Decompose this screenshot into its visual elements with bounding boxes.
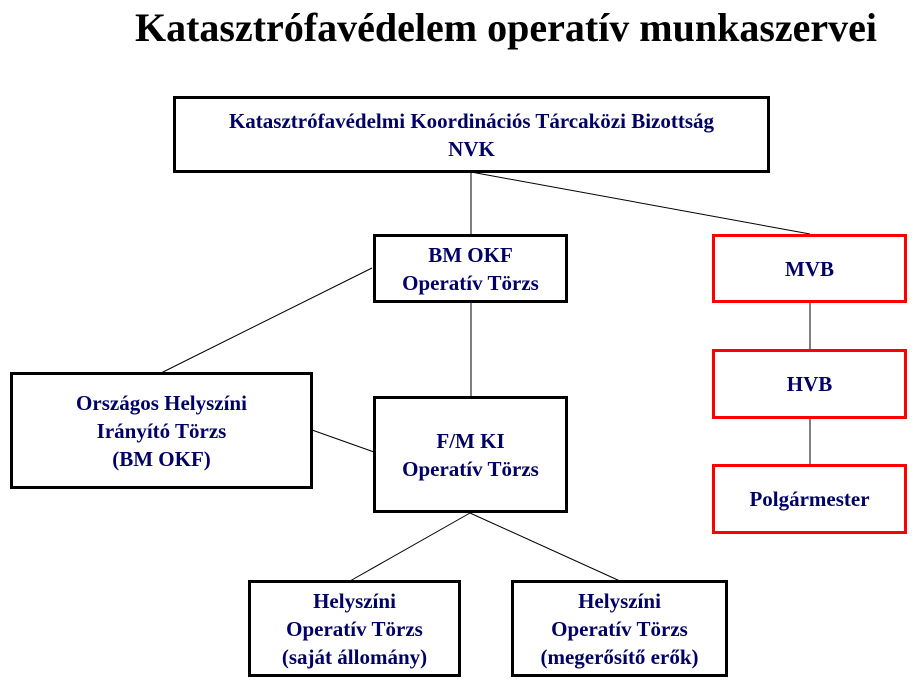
node-line: Operatív Törzs bbox=[402, 456, 539, 481]
node-line: (megerősítő erők) bbox=[540, 644, 699, 669]
page-title: Katasztrófavédelem operatív munkaszervei bbox=[134, 5, 878, 50]
node-line: BM OKF bbox=[428, 242, 513, 267]
node-helyszini-operativ-torzs-sajat: Helyszíni Operatív Törzs (saját állomány… bbox=[248, 580, 461, 677]
node-mvb: MVB bbox=[712, 234, 907, 303]
node-line: F/M KI bbox=[436, 428, 505, 453]
node-line: Katasztrófavédelmi Koordinációs Tárcaköz… bbox=[228, 108, 715, 133]
node-line: MVB bbox=[785, 256, 834, 281]
node-hvb: HVB bbox=[712, 349, 907, 419]
node-bm-okf-operativ-torzs: BM OKF Operatív Törzs bbox=[373, 234, 568, 303]
node-helyszini-operativ-torzs-megerosito: Helyszíni Operatív Törzs (megerősítő erő… bbox=[511, 580, 728, 677]
node-line: Operatív Törzs bbox=[402, 270, 539, 295]
node-line: Helyszíni bbox=[313, 588, 396, 613]
node-line: Operatív Törzs bbox=[286, 616, 423, 641]
line-kkb-mvb bbox=[470, 171, 811, 235]
line-bmokf-ohit bbox=[160, 267, 373, 374]
line-ohit-fmki bbox=[311, 429, 375, 453]
node-line: HVB bbox=[786, 372, 833, 396]
node-line: Operatív Törzs bbox=[551, 616, 688, 641]
line-fmki-hot2 bbox=[469, 512, 621, 582]
node-polgarmester: Polgármester bbox=[712, 464, 907, 534]
node-line: Irányító Törzs bbox=[96, 418, 227, 443]
node-line: Helyszíni bbox=[578, 588, 661, 613]
node-orszagos-helyszini-iranyito-torzs: Országos Helyszíni Irányító Törzs (BM OK… bbox=[10, 372, 313, 489]
node-fm-ki-operativ-torzs: F/M KI Operatív Törzs bbox=[373, 396, 568, 513]
node-line: NVK bbox=[448, 136, 495, 161]
line-fmki-hot1 bbox=[349, 512, 471, 582]
node-line: Országos Helyszíni bbox=[76, 390, 247, 415]
node-line: (saját állomány) bbox=[281, 644, 428, 669]
node-koordinacios-bizottsag: Katasztrófavédelmi Koordinációs Tárcaköz… bbox=[173, 96, 770, 173]
node-line: Polgármester bbox=[749, 487, 870, 511]
node-line: (BM OKF) bbox=[112, 446, 211, 471]
